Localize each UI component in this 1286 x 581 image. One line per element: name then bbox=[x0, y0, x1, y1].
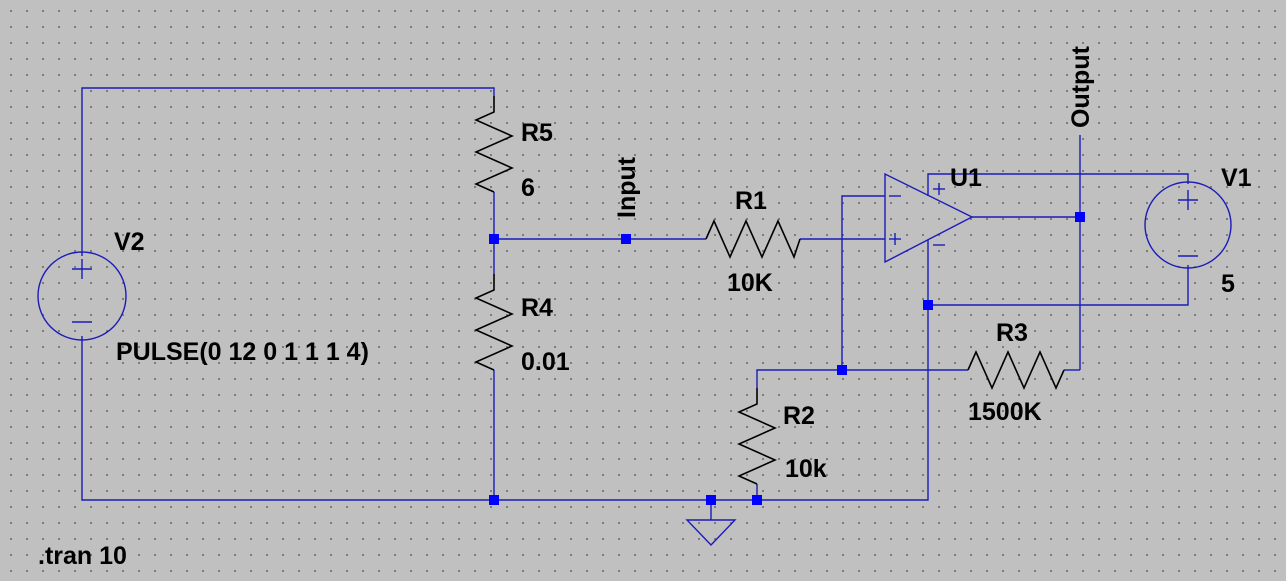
r5-value-label: 6 bbox=[521, 174, 535, 202]
labels: V2 PULSE(0 12 0 1 1 1 4) R5 6 R4 0.01 R1… bbox=[38, 45, 1252, 570]
junctions bbox=[489, 212, 1085, 505]
v1-value-label: 5 bbox=[1221, 270, 1235, 298]
v2-value-label: PULSE(0 12 0 1 1 1 4) bbox=[116, 338, 369, 366]
junction-input-node bbox=[489, 234, 499, 244]
wire-inv-feedback[interactable] bbox=[841, 195, 885, 370]
junction-ground-tap bbox=[706, 495, 716, 505]
opamp-u1[interactable] bbox=[884, 172, 974, 264]
junction-ground-r4 bbox=[489, 495, 499, 505]
wire-v2-top[interactable] bbox=[81, 87, 495, 256]
junction-output bbox=[1075, 212, 1085, 222]
spice-directive[interactable]: .tran 10 bbox=[38, 542, 127, 570]
v1-name-label: V1 bbox=[1221, 164, 1252, 192]
junction-ground-r2 bbox=[752, 495, 762, 505]
junction-vminus bbox=[923, 300, 933, 310]
u1-name-label: U1 bbox=[950, 164, 982, 192]
r4-value-label: 0.01 bbox=[521, 348, 570, 376]
wire-v2-bottom[interactable] bbox=[81, 336, 494, 501]
wire-vminus-supply[interactable] bbox=[927, 240, 1189, 306]
wire-r2-top[interactable] bbox=[756, 369, 842, 388]
resistor-r1[interactable] bbox=[705, 219, 801, 260]
r1-name-label: R1 bbox=[735, 187, 767, 215]
junction-feedback bbox=[837, 365, 847, 375]
wire-ground-bus[interactable] bbox=[494, 305, 929, 501]
net-label-output[interactable]: Output bbox=[1067, 45, 1095, 128]
voltage-source-v2[interactable] bbox=[37, 251, 127, 341]
voltage-source-v1[interactable] bbox=[1144, 181, 1232, 269]
wire-vplus-supply[interactable] bbox=[927, 173, 1189, 196]
resistor-r4[interactable] bbox=[474, 274, 514, 371]
r3-value-label: 1500K bbox=[968, 398, 1042, 426]
ground-symbol[interactable] bbox=[685, 519, 737, 547]
resistor-r2[interactable] bbox=[737, 388, 777, 485]
r3-name-label: R3 bbox=[996, 319, 1028, 347]
r2-name-label: R2 bbox=[783, 402, 815, 430]
r2-value-label: 10k bbox=[785, 455, 827, 483]
resistor-r5[interactable] bbox=[474, 96, 514, 193]
resistor-r3[interactable] bbox=[967, 350, 1065, 390]
r4-name-label: R4 bbox=[521, 294, 553, 322]
junction-input-label bbox=[621, 234, 631, 244]
r1-value-label: 10K bbox=[727, 269, 773, 297]
net-label-input[interactable]: Input bbox=[613, 156, 641, 218]
r5-name-label: R5 bbox=[521, 119, 553, 147]
v2-name-label: V2 bbox=[114, 228, 145, 256]
wires bbox=[81, 87, 1189, 520]
